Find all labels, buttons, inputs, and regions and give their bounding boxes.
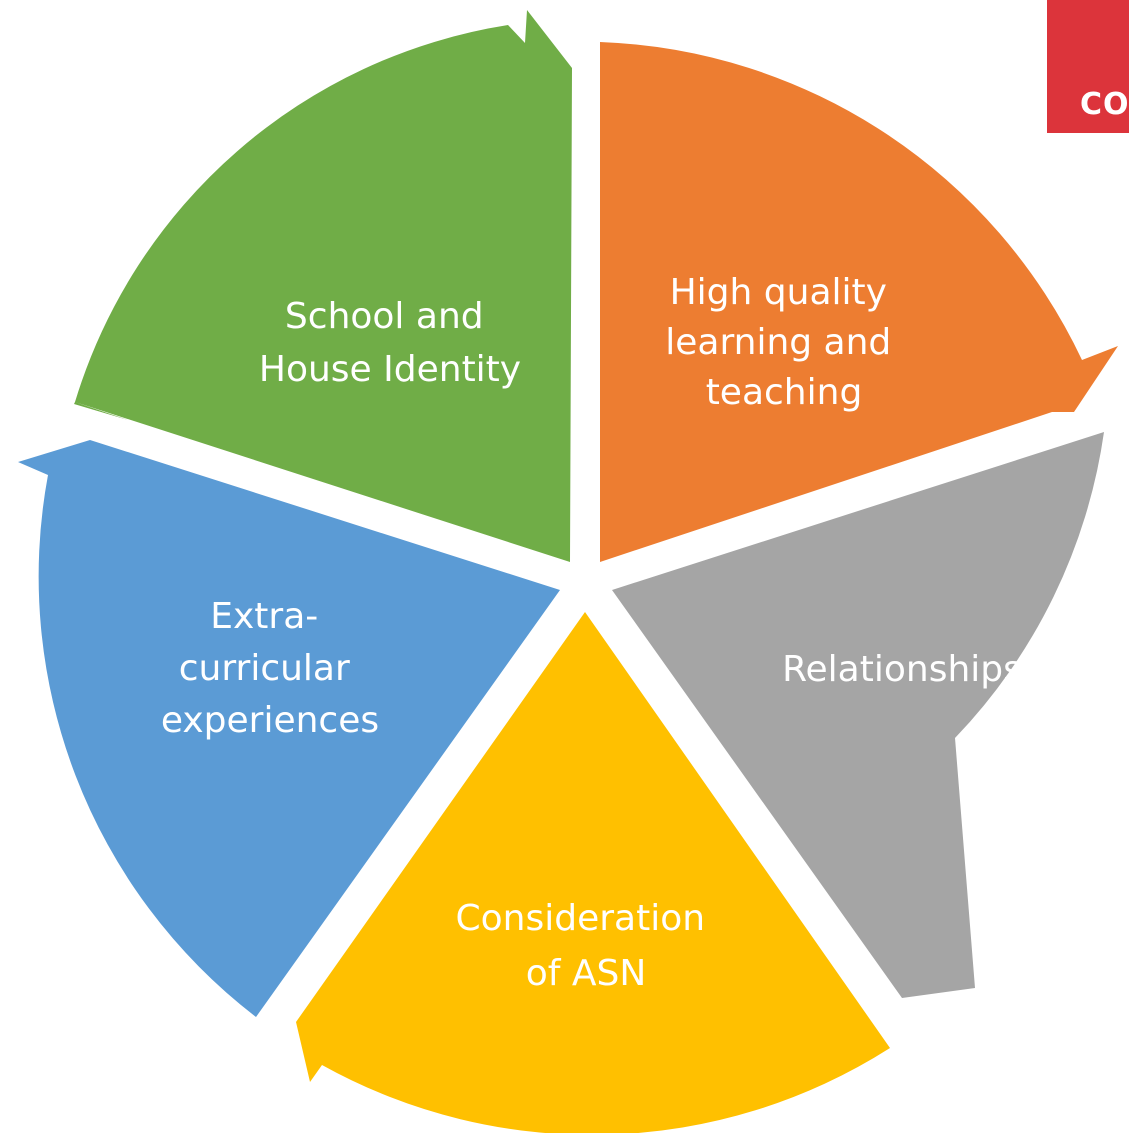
- segment-extracurricular-shape: [18, 440, 560, 1017]
- segment-teaching: High quality learning and teaching: [600, 42, 1118, 562]
- logo-text: CO: [1080, 87, 1129, 122]
- segment-identity: School and House Identity: [74, 10, 572, 562]
- segment-extracurricular-label-line: experiences: [161, 700, 379, 741]
- segment-teaching-shape: [600, 42, 1118, 562]
- segment-asn-label: Consideration of ASN: [455, 898, 716, 994]
- segment-extracurricular-label-line: curricular: [179, 648, 350, 689]
- segment-identity-label-line: House Identity: [259, 349, 521, 390]
- segment-teaching-label: High quality learning and teaching: [665, 272, 903, 413]
- segment-teaching-label-line: learning and: [665, 322, 891, 363]
- segment-teaching-label-line: High quality: [670, 272, 887, 313]
- segment-relationships-shape: [612, 432, 1104, 998]
- segment-identity-shape: [74, 10, 572, 562]
- segment-extracurricular-label-line: Extra-: [210, 596, 318, 637]
- segment-identity-label-line: School and: [285, 296, 484, 337]
- segment-asn: Consideration of ASN: [296, 612, 890, 1133]
- logo-badge: CO: [1047, 0, 1129, 133]
- segment-extracurricular-label: Extra- curricular experiences: [161, 596, 379, 741]
- segment-teaching-label-line: teaching: [706, 372, 863, 413]
- segment-relationships-label: Relationships: [782, 649, 1022, 690]
- segment-asn-label-line: Consideration: [455, 898, 705, 939]
- segment-asn-shape: [296, 612, 890, 1133]
- segment-extracurricular: Extra- curricular experiences: [18, 440, 560, 1017]
- segment-relationships: Relationships: [612, 432, 1104, 998]
- segment-identity-label: School and House Identity: [259, 296, 521, 390]
- segment-relationships-label-line: Relationships: [782, 649, 1022, 690]
- segment-asn-label-line: of ASN: [526, 953, 647, 994]
